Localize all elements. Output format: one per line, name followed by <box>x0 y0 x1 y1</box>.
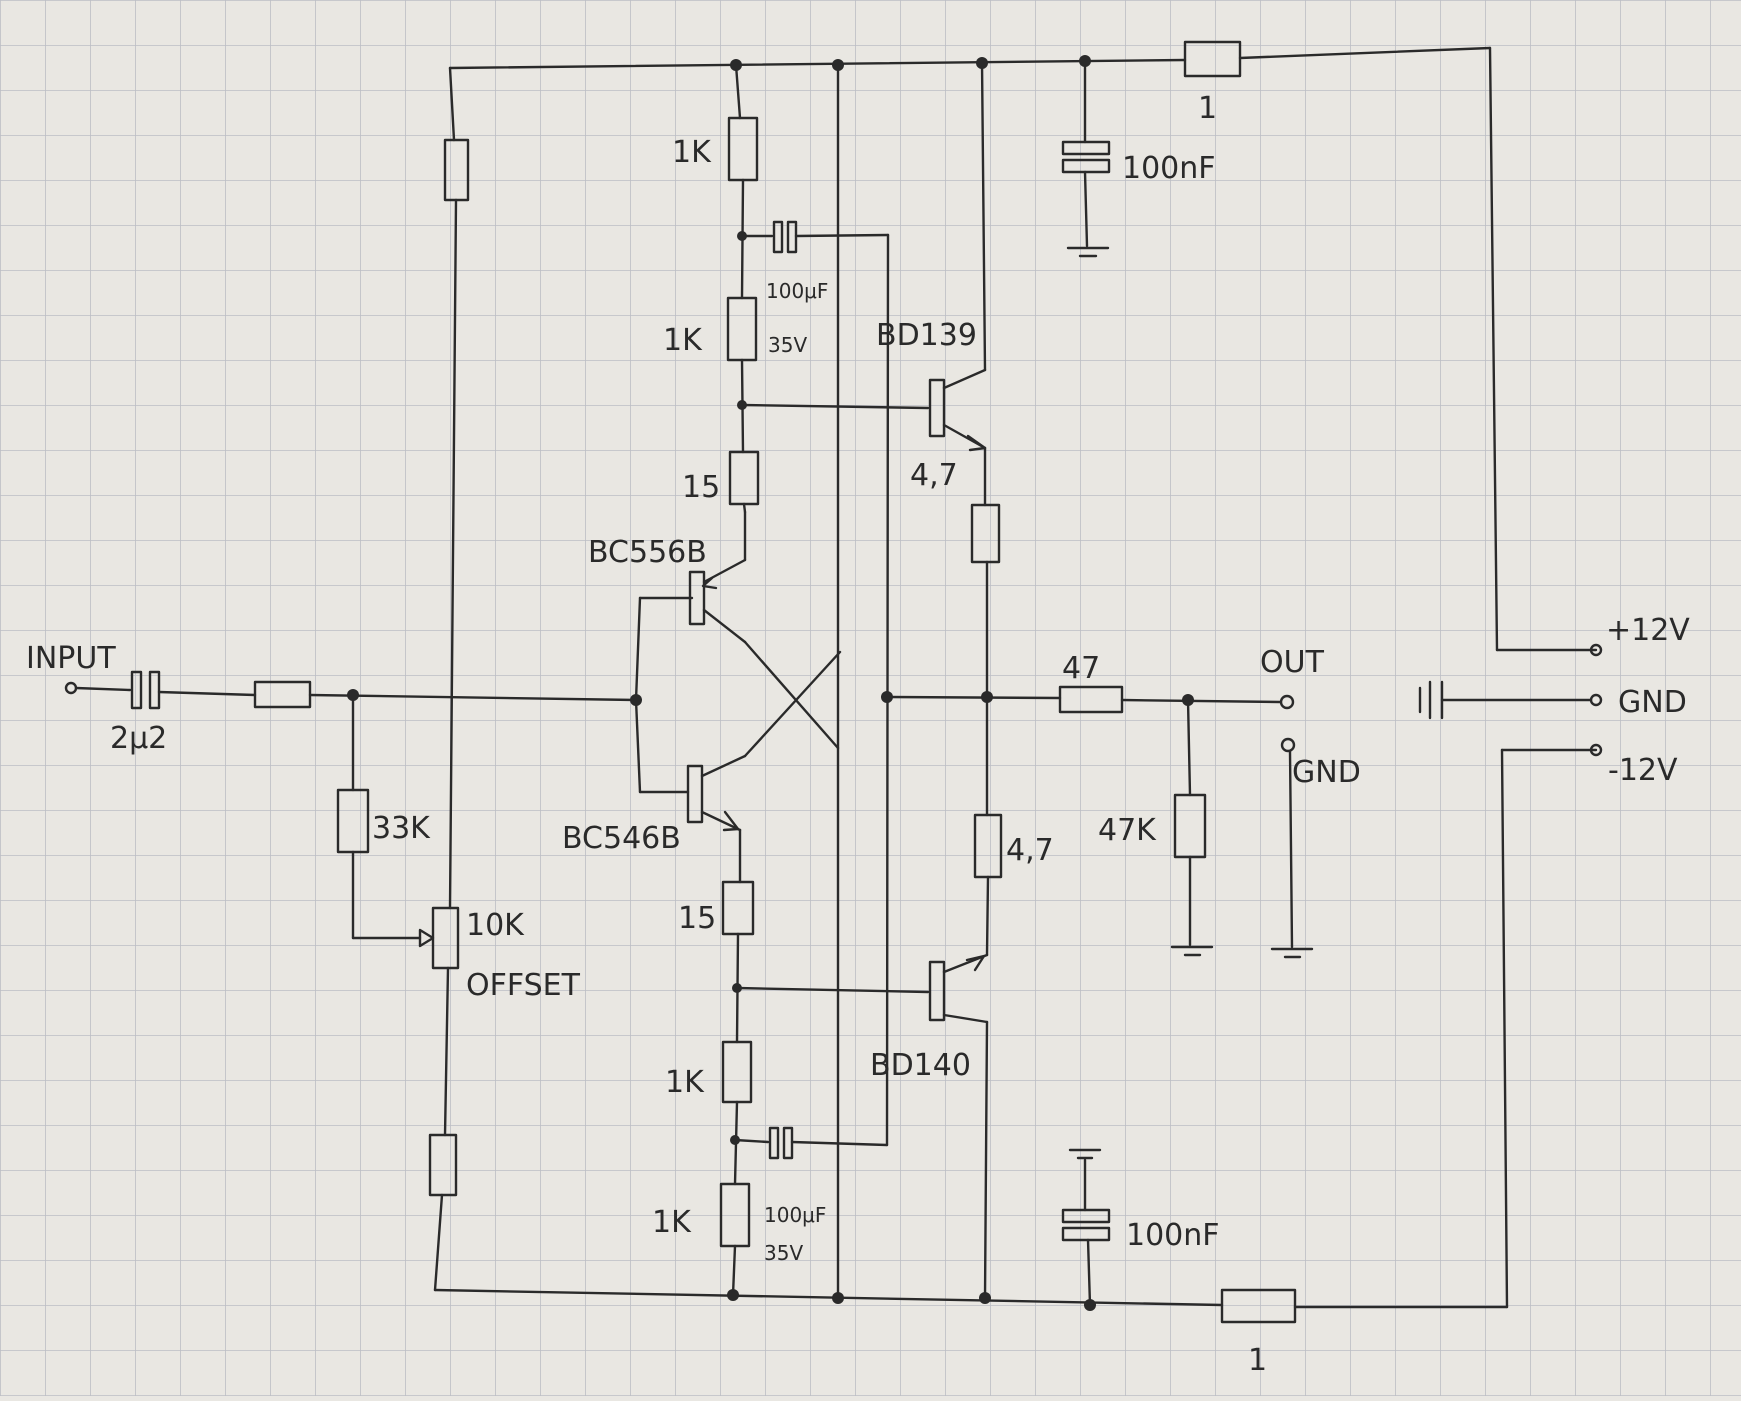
c-boot-top-voltage: 35V <box>768 333 807 357</box>
bc556b-emitter-arrow <box>701 576 718 590</box>
c-boot-bottom-voltage: 35V <box>764 1241 803 1265</box>
re-top-4r7 <box>970 503 1001 564</box>
out-label: OUT <box>1260 645 1325 680</box>
top-decoupling <box>1061 40 1242 258</box>
bd140-label: BD140 <box>870 1048 971 1083</box>
top-rail <box>448 46 1598 652</box>
r-fuse-top <box>1183 40 1242 78</box>
q-bottom-driver-label: BC546B <box>562 821 681 856</box>
c-boot-top-value: 100μF <box>766 279 828 303</box>
c-bottom-label: 100nF <box>1126 1218 1220 1253</box>
bc546b-body <box>686 764 704 824</box>
r-15-bottom-label: 15 <box>678 901 716 936</box>
upper-bias-chain <box>726 63 930 1147</box>
bottom-decoupling <box>1061 1148 1297 1324</box>
re-top-label: 4,7 <box>910 458 958 493</box>
r-47k-label: 47K <box>1098 813 1157 848</box>
minus-v-label: -12V <box>1608 753 1678 788</box>
bc556b-body <box>688 570 706 626</box>
r-33k-label: 33K <box>372 811 431 846</box>
pot-value-label: 10K <box>466 908 525 943</box>
input-cap-plate-b <box>148 670 161 710</box>
bd139-body <box>928 378 946 438</box>
bd140-emitter-arrow <box>965 954 986 972</box>
out-terminal <box>1279 694 1295 710</box>
driver-stage <box>634 510 842 884</box>
c-top-label: 100nF <box>1122 151 1216 186</box>
out-gnd-label: GND <box>1292 755 1361 790</box>
pot-function-label: OFFSET <box>466 968 581 1003</box>
c-top-plate-a <box>1061 140 1111 156</box>
output-stage <box>885 60 1314 1300</box>
lower-bias-chain <box>719 880 930 1297</box>
r-fuse-bottom-label: 1 <box>1248 1343 1267 1378</box>
q-top-driver-label: BC556B <box>588 535 707 570</box>
c-boot-top-plate-a <box>772 220 784 254</box>
pot-wiper-arrow <box>418 928 435 948</box>
r1-label: 1K <box>672 135 712 170</box>
bd139-label: BD139 <box>876 318 977 353</box>
r4-label: 1K <box>652 1205 692 1240</box>
bc546b-emitter-arrow <box>722 810 740 832</box>
r2-label: 1K <box>663 323 703 358</box>
input-cap-label: 2μ2 <box>110 721 167 756</box>
bd140-body <box>928 960 946 1022</box>
plus-v-terminal <box>1589 643 1603 657</box>
offset-network <box>351 66 470 1292</box>
power-connector <box>1418 643 1603 757</box>
re-bottom-label: 4,7 <box>1006 833 1054 868</box>
r-15-top-label: 15 <box>682 470 720 505</box>
out-gnd-terminal <box>1280 737 1296 753</box>
r-out-label: 47 <box>1062 651 1100 686</box>
input-label: INPUT <box>26 641 116 676</box>
input-section <box>64 670 638 854</box>
r3-label: 1K <box>665 1065 705 1100</box>
r-fuse-bottom <box>1220 1288 1297 1324</box>
resistor-33k <box>336 788 370 854</box>
minus-v-terminal <box>1589 743 1603 757</box>
gnd-label: GND <box>1618 685 1687 720</box>
c-boot-bottom-value: 100μF <box>764 1203 826 1227</box>
c-bottom-plate-b <box>1061 1226 1111 1242</box>
junction-dots <box>347 55 1194 1311</box>
c-bottom-plate-a <box>1061 1208 1111 1224</box>
r-fuse-top-label: 1 <box>1198 91 1217 126</box>
plus-v-label: +12V <box>1606 613 1690 648</box>
input-cap-plate-a <box>130 670 143 710</box>
c-boot-bottom-plate-a <box>768 1126 780 1160</box>
